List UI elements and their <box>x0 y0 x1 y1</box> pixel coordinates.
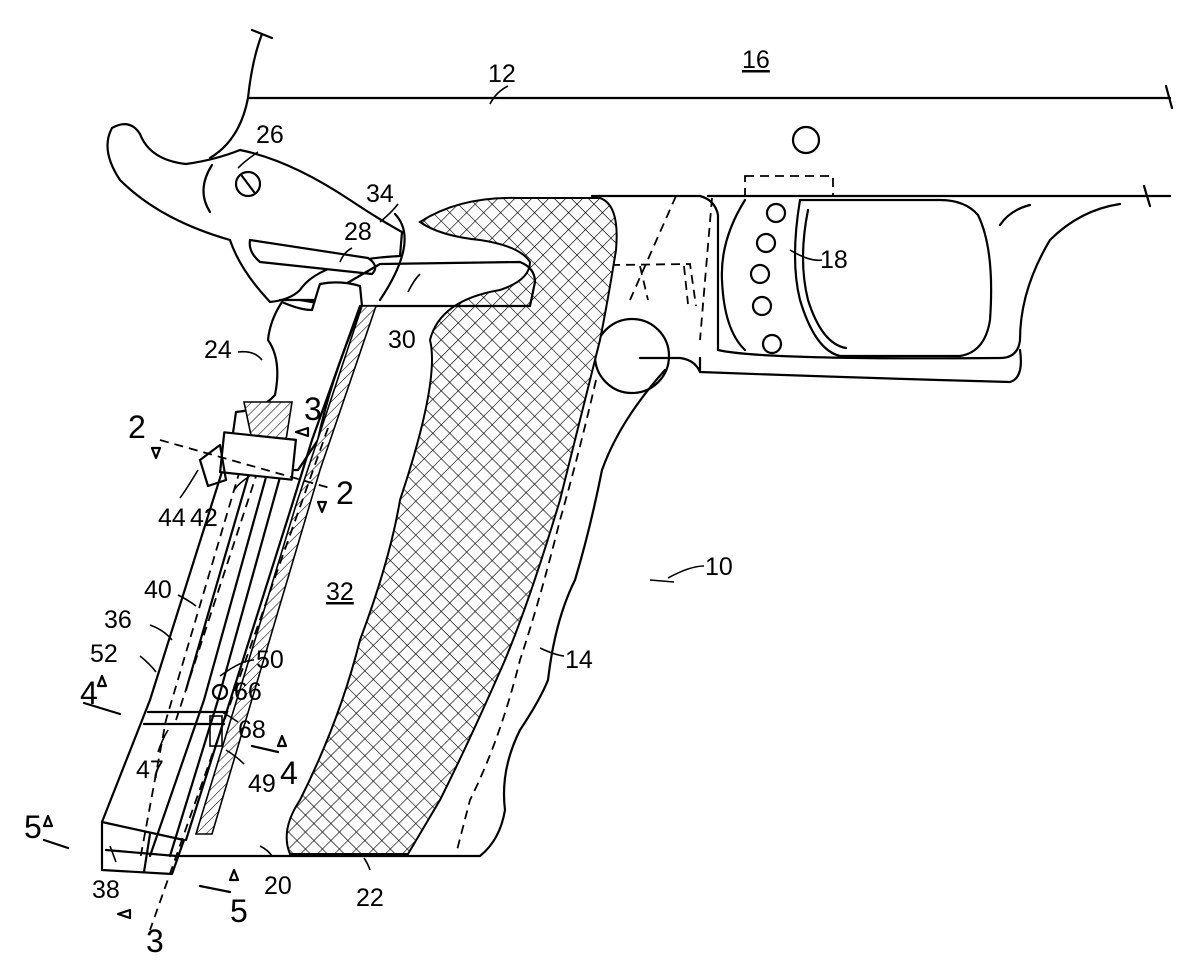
label-38: 38 <box>92 876 120 904</box>
label-26: 26 <box>256 121 284 149</box>
label-20: 20 <box>264 872 292 900</box>
section-5-right: 5 <box>230 893 248 929</box>
slide-outline <box>208 28 1174 208</box>
hammer <box>106 123 404 304</box>
label-12: 12 <box>488 60 516 88</box>
label-40: 40 <box>144 576 172 604</box>
frame-body <box>178 125 1122 858</box>
mainspring-housing <box>100 304 378 931</box>
section-2-left: 2 <box>128 409 146 445</box>
label-52: 52 <box>90 640 118 668</box>
section-indicators <box>42 426 331 920</box>
label-44: 44 <box>158 504 186 532</box>
section-3-bottom: 3 <box>146 923 164 959</box>
reference-labels: 10 12 14 16 18 20 22 24 26 28 30 32 34 3… <box>90 46 848 912</box>
leader-lines <box>109 85 823 871</box>
label-14: 14 <box>565 646 593 674</box>
label-16: 16 <box>742 46 770 74</box>
label-49: 49 <box>248 770 276 798</box>
label-22: 22 <box>356 884 384 912</box>
label-32: 32 <box>326 578 354 606</box>
section-4-right: 4 <box>280 755 298 791</box>
label-68: 68 <box>238 716 266 744</box>
label-18: 18 <box>820 246 848 274</box>
label-42: 42 <box>190 504 218 532</box>
section-4-left: 4 <box>80 675 98 711</box>
grip-panel <box>285 196 618 855</box>
label-30: 30 <box>388 326 416 354</box>
label-50: 50 <box>256 646 284 674</box>
label-36: 36 <box>104 606 132 634</box>
section-line-labels: 2 2 3 3 4 4 5 5 <box>24 391 354 959</box>
section-5-left: 5 <box>24 809 42 845</box>
section-2-right: 2 <box>336 475 354 511</box>
label-66: 66 <box>234 678 262 706</box>
label-47: 47 <box>136 756 164 784</box>
label-10: 10 <box>705 553 733 581</box>
label-28: 28 <box>344 218 372 246</box>
section-3-top: 3 <box>304 391 322 427</box>
label-34: 34 <box>366 180 394 208</box>
label-24: 24 <box>204 336 232 364</box>
